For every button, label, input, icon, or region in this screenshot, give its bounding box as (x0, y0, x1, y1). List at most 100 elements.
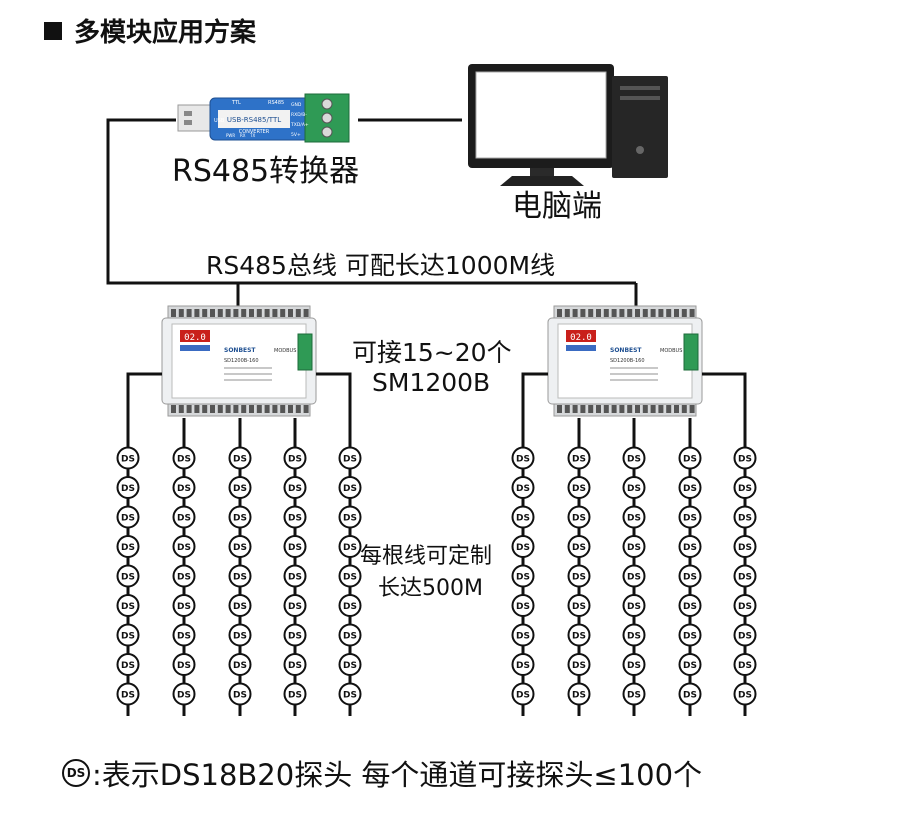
terminal-screw (217, 309, 223, 317)
ds-probe-label: DS (121, 484, 135, 494)
converter-led-tx: TX (249, 133, 255, 138)
bus-wiring (106, 118, 638, 306)
ds-probe-label: DS (738, 632, 752, 642)
module-brand: SONBEST (224, 347, 256, 354)
ds-probe-icon (172, 564, 196, 588)
terminal-screw (249, 405, 254, 413)
ds-probe-icon (172, 623, 196, 647)
module-display-value: 02.0 (184, 333, 206, 343)
converter-pin-rxd: RXD/B- (291, 112, 307, 118)
ds-probe-icon (678, 476, 702, 499)
ds-probe-label: DS (683, 484, 697, 494)
terminal-screw (635, 309, 640, 317)
ds-probe-icon (733, 505, 757, 529)
terminal-screw (580, 405, 586, 413)
ds-probe-label: DS (121, 573, 135, 583)
ds-probe-label: DS (572, 484, 586, 494)
terminal-screw (295, 309, 301, 317)
terminal-screw (210, 309, 215, 317)
terminal-screw (202, 405, 208, 413)
terminal-screw (288, 309, 293, 317)
terminal-screw (650, 309, 656, 317)
ds-probe-icon (511, 505, 535, 529)
ds-probe-label: DS (627, 514, 641, 524)
ds-probe-label: DS (516, 632, 530, 642)
ds-probe-label: DS (738, 543, 752, 553)
usb-pin (184, 111, 192, 116)
ds-probe-label: DS (627, 691, 641, 701)
converter-label: RS485转换器 (172, 154, 360, 189)
terminal-screw (171, 405, 176, 413)
terminal-screw (202, 309, 208, 317)
ds-probe-label: DS (288, 632, 302, 642)
module-text-line (610, 367, 658, 369)
ds-probe-label: DS (233, 543, 247, 553)
ds-probe-label: DS (177, 691, 191, 701)
terminal-screw (564, 309, 570, 317)
ds-probe-icon (567, 653, 591, 676)
converter-body-subtext: CONVERTER (239, 129, 270, 135)
terminal-screw (619, 405, 625, 413)
ds-probe-label: DS (343, 602, 357, 612)
terminal-screw (233, 309, 239, 317)
ds-probe-label: DS (627, 573, 641, 583)
terminal-screw (596, 309, 601, 317)
usb-rs485-converter: USB-RS485/TTL CONVERTER TTL RS485 USB GN… (177, 93, 350, 143)
terminal-screw (288, 405, 293, 413)
terminal-screw (321, 112, 333, 124)
ds-probe-icon (172, 446, 196, 470)
ds-probe-label: DS (516, 691, 530, 701)
ds-probe-label: DS (343, 632, 357, 642)
module-protocol: MODBUS (660, 348, 682, 354)
ds-probe-label: DS (572, 543, 586, 553)
module-side-terminal (683, 333, 699, 371)
ds-probe-icon (116, 535, 140, 558)
module-note-line-2: SM1200B (372, 368, 491, 397)
ds-probe-icon (116, 594, 140, 617)
bus-label: RS485总线 可配长达1000M线 (206, 251, 556, 280)
ds-probe-label: DS (683, 573, 697, 583)
ds-probe-label: DS (627, 543, 641, 553)
terminal-screw (241, 405, 247, 413)
ds-probe-icon (733, 682, 757, 706)
ds-probe-icon (228, 505, 252, 529)
ds-probe-icon (622, 564, 646, 588)
terminal-screw (241, 309, 247, 317)
terminal-screw (264, 405, 270, 413)
ds-probe-label: DS (121, 632, 135, 642)
usb-plug (177, 104, 213, 132)
terminal-screw (627, 309, 633, 317)
ds-probe-label: DS (343, 691, 357, 701)
ds-probe-icon (678, 535, 702, 558)
ds-probe-label: DS (572, 573, 586, 583)
module-note-line-1: 可接15~20个 (352, 338, 512, 367)
ds-probe-icon (283, 564, 307, 588)
ds-probe-label: DS (572, 514, 586, 524)
terminal-screw (321, 98, 333, 110)
ds-probe-icon (678, 623, 702, 647)
terminal-screw (603, 405, 609, 413)
ds-probe-label: DS (177, 632, 191, 642)
ds-probe-label: DS (738, 602, 752, 612)
ds-probe-icon (228, 682, 252, 706)
ds-probe-icon (338, 594, 362, 617)
pc-tower-slot (620, 86, 660, 90)
ds-probe-icon (733, 594, 757, 617)
ds-probe-label: DS (516, 484, 530, 494)
ds-probe-icon (678, 505, 702, 529)
terminal-screw (619, 309, 625, 317)
ds-probe-label: DS (288, 455, 302, 465)
ds-probe-label: DS (121, 661, 135, 671)
module-status-bar (180, 345, 210, 351)
ds-probe-icon (116, 476, 140, 499)
ds-probe-label: DS (177, 602, 191, 612)
terminal-screw (303, 309, 309, 317)
ds-probe-icon (228, 476, 252, 499)
ds-probe-icon (283, 446, 307, 470)
line-note-line-2: 长达500M (378, 576, 483, 601)
terminal-screw (557, 309, 562, 317)
ds-probe-icon (678, 594, 702, 617)
ds-probe-icon (511, 653, 535, 676)
